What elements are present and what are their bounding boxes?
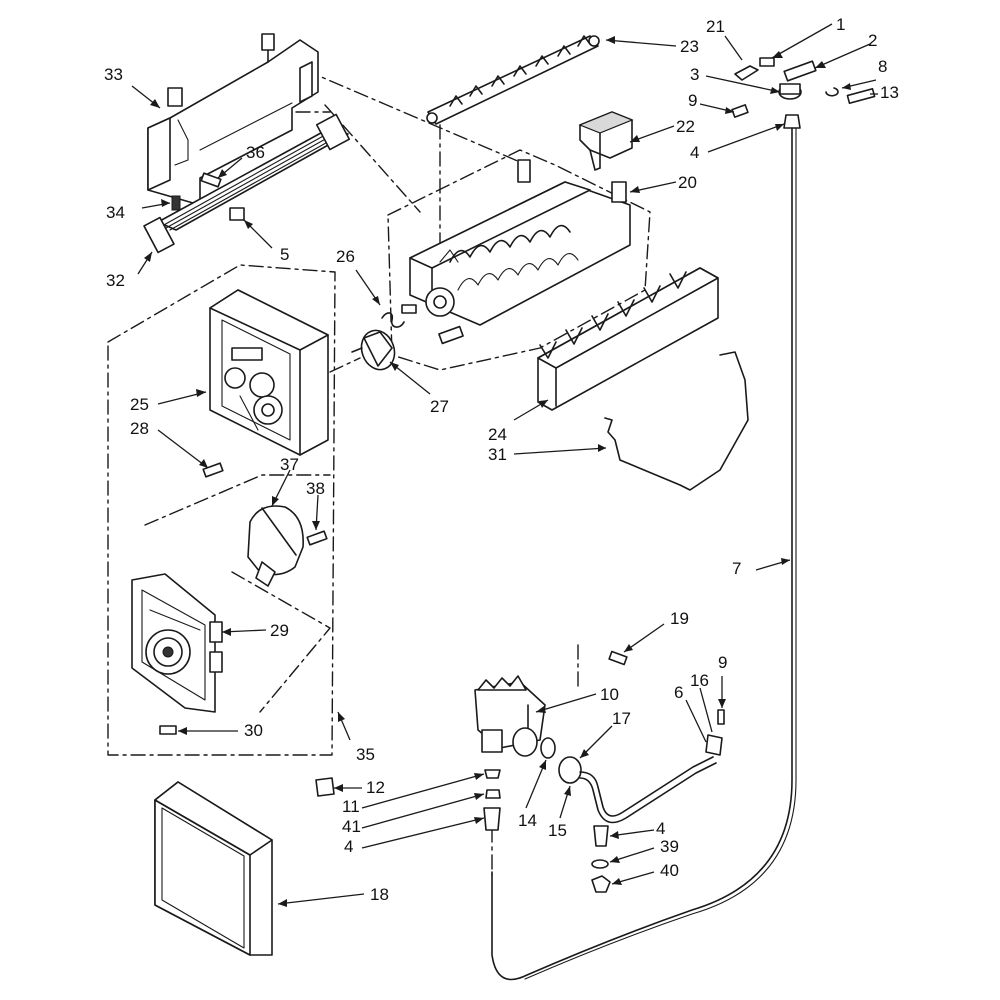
washer-14 bbox=[540, 737, 556, 759]
callout-11: 11 bbox=[342, 797, 360, 816]
screw-34 bbox=[171, 195, 181, 211]
callout-15: 15 bbox=[548, 821, 567, 840]
spring-26 bbox=[381, 312, 405, 328]
cover-plate-29 bbox=[131, 573, 223, 713]
callout-40: 40 bbox=[660, 861, 679, 880]
screw-30 bbox=[159, 725, 177, 735]
callout-24: 24 bbox=[488, 425, 507, 444]
callout-8: 8 bbox=[878, 57, 887, 76]
fittings-bottom bbox=[315, 650, 725, 893]
callout-30: 30 bbox=[244, 721, 263, 740]
callout-34: 34 bbox=[106, 203, 125, 222]
control-housing-25 bbox=[209, 289, 329, 456]
callout-labels: 1 2 3 4 4 4 5 6 7 8 9 9 10 11 12 13 14 1… bbox=[104, 15, 899, 904]
screw-38 bbox=[306, 530, 328, 546]
callout-28: 28 bbox=[130, 419, 149, 438]
insulation-block-18 bbox=[154, 781, 273, 956]
callout-41: 41 bbox=[342, 817, 361, 836]
stripper-24 bbox=[537, 267, 719, 411]
screw-28 bbox=[202, 462, 224, 478]
wire-harness-32 bbox=[143, 113, 351, 254]
callout-25: 25 bbox=[130, 395, 149, 414]
callout-1: 1 bbox=[836, 15, 845, 34]
callout-12: 12 bbox=[366, 778, 385, 797]
callout-26: 26 bbox=[336, 247, 355, 266]
callout-19: 19 bbox=[670, 609, 689, 628]
mounting-bracket-33 bbox=[147, 33, 319, 206]
callout-9: 9 bbox=[718, 653, 727, 672]
callout-16: 16 bbox=[690, 671, 709, 690]
motor-37 bbox=[247, 505, 304, 587]
screw-36 bbox=[200, 172, 222, 188]
callout-6: 6 bbox=[674, 683, 683, 702]
callout-36: 36 bbox=[246, 143, 265, 162]
callout-4: 4 bbox=[690, 143, 699, 162]
callout-4: 4 bbox=[656, 819, 665, 838]
callout-23: 23 bbox=[680, 37, 699, 56]
ice-mold-20 bbox=[401, 159, 631, 345]
callout-33: 33 bbox=[104, 65, 123, 84]
callout-10: 10 bbox=[600, 685, 619, 704]
callout-17: 17 bbox=[612, 709, 631, 728]
valve-port-17 bbox=[512, 727, 582, 784]
callout-9: 9 bbox=[688, 91, 697, 110]
callout-35: 35 bbox=[356, 745, 375, 764]
callout-31: 31 bbox=[488, 445, 507, 464]
ejector-23 bbox=[426, 35, 600, 125]
callout-20: 20 bbox=[678, 173, 697, 192]
clip-5 bbox=[229, 207, 245, 221]
callout-21: 21 bbox=[706, 17, 725, 36]
water-tube-7 bbox=[491, 127, 797, 981]
callout-3: 3 bbox=[690, 65, 699, 84]
callout-14: 14 bbox=[518, 811, 537, 830]
callout-38: 38 bbox=[306, 479, 325, 498]
callout-32: 32 bbox=[106, 271, 125, 290]
callout-18: 18 bbox=[370, 885, 389, 904]
shutoff-arm-31 bbox=[604, 351, 749, 491]
fill-cup-22 bbox=[578, 111, 634, 171]
thermostat-27 bbox=[351, 329, 396, 371]
callout-4: 4 bbox=[344, 837, 353, 856]
callout-5: 5 bbox=[280, 245, 289, 264]
inlet-tube-15 bbox=[579, 756, 717, 824]
leader-lines bbox=[131, 23, 878, 907]
callout-37: 37 bbox=[280, 455, 299, 474]
fittings-top-right bbox=[731, 57, 876, 129]
callout-13: 13 bbox=[880, 83, 899, 102]
callout-7: 7 bbox=[732, 559, 741, 578]
callout-29: 29 bbox=[270, 621, 289, 640]
callout-39: 39 bbox=[660, 837, 679, 856]
callout-2: 2 bbox=[868, 31, 877, 50]
callout-22: 22 bbox=[676, 117, 695, 136]
callout-27: 27 bbox=[430, 397, 449, 416]
